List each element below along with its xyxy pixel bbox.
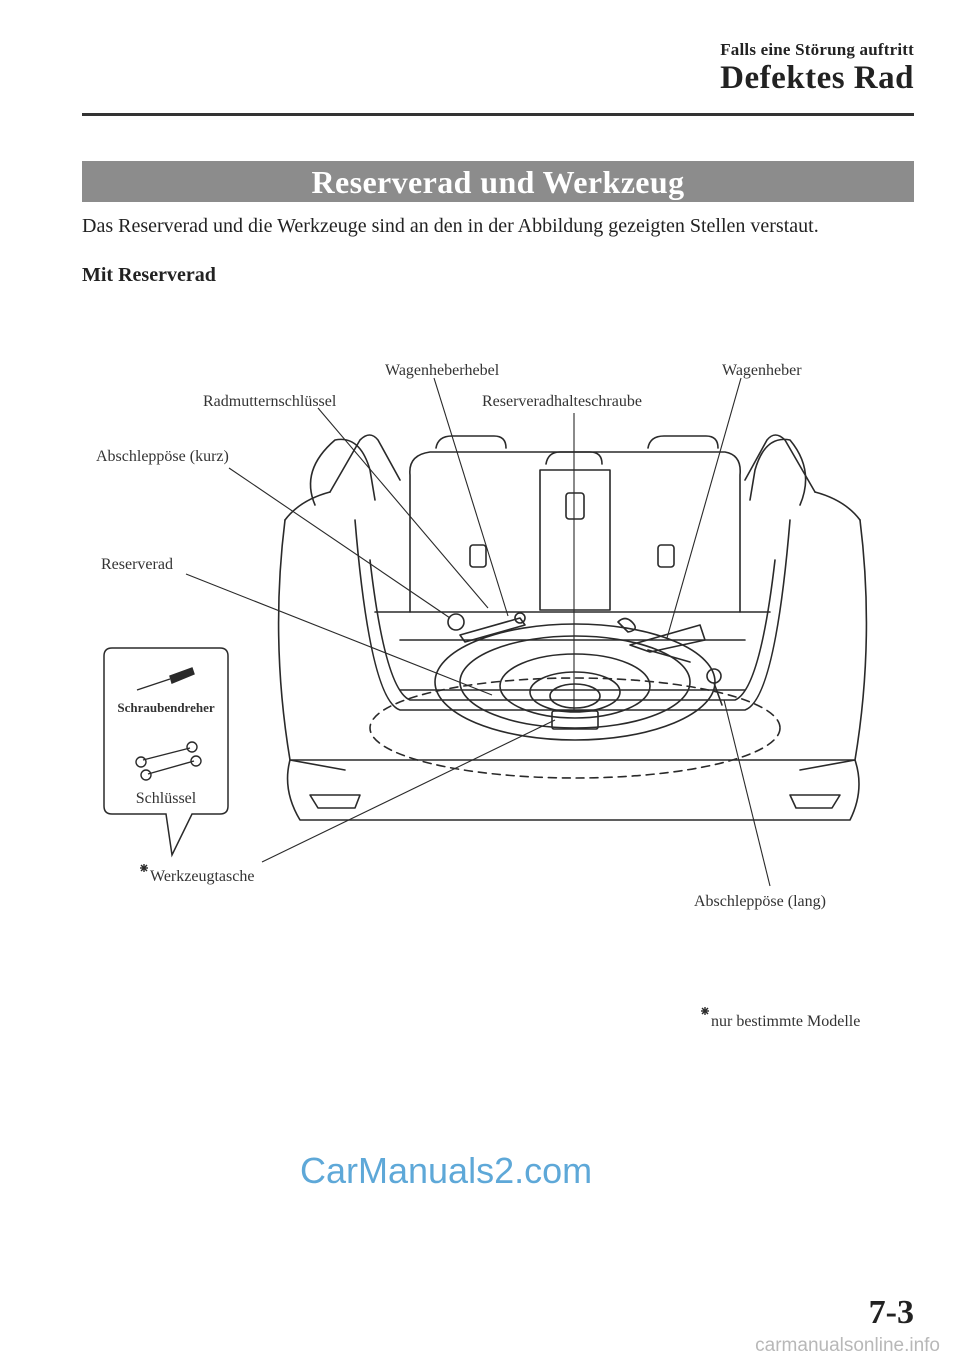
label-schraubendreher: Schraubendreher [117, 700, 214, 715]
intro-paragraph: Das Reserverad und die Werkzeuge sind an… [82, 215, 819, 237]
wrench-icon [135, 741, 202, 781]
label-reserverad: Reserverad [101, 556, 173, 573]
screwdriver-icon [136, 667, 195, 691]
label-wagenheberhebel: Wagenheberhebel [385, 362, 500, 379]
tool-bag-callout [103, 647, 229, 858]
watermark-logo: CarManuals2.com [300, 1150, 593, 1191]
section-banner: Reserverad und Werkzeug [82, 161, 914, 202]
label-abschleppoese-lang: Abschleppöse (lang) [694, 893, 826, 910]
label-reserveradhalteschraube: Reserveradhalteschraube [482, 393, 642, 410]
footer-site-link[interactable]: carmanualsonline.info [755, 1335, 940, 1356]
page-number: 7-3 [868, 1294, 914, 1331]
asterisk-icon [701, 1007, 709, 1015]
asterisk-icon [140, 864, 148, 872]
subheading: Mit Reserverad [82, 264, 216, 286]
footnote-nur-bestimmte-modelle: nur bestimmte Modelle [711, 1013, 860, 1030]
label-werkzeugtasche: Werkzeugtasche [150, 868, 254, 885]
label-wagenheber: Wagenheber [722, 362, 802, 379]
section-title: Defektes Rad [720, 60, 914, 96]
header-divider [82, 113, 914, 116]
chapter-title: Falls eine Störung auftritt [720, 40, 914, 59]
label-schluessel: Schlüssel [136, 790, 197, 807]
trunk-illustration: Schraubendreher Schlüssel Wagenheberhebe… [96, 362, 868, 1030]
banner-title: Reserverad und Werkzeug [311, 164, 685, 200]
label-radmutternschluessel: Radmutternschlüssel [203, 393, 337, 410]
label-abschleppoese-kurz: Abschleppöse (kurz) [96, 448, 229, 465]
